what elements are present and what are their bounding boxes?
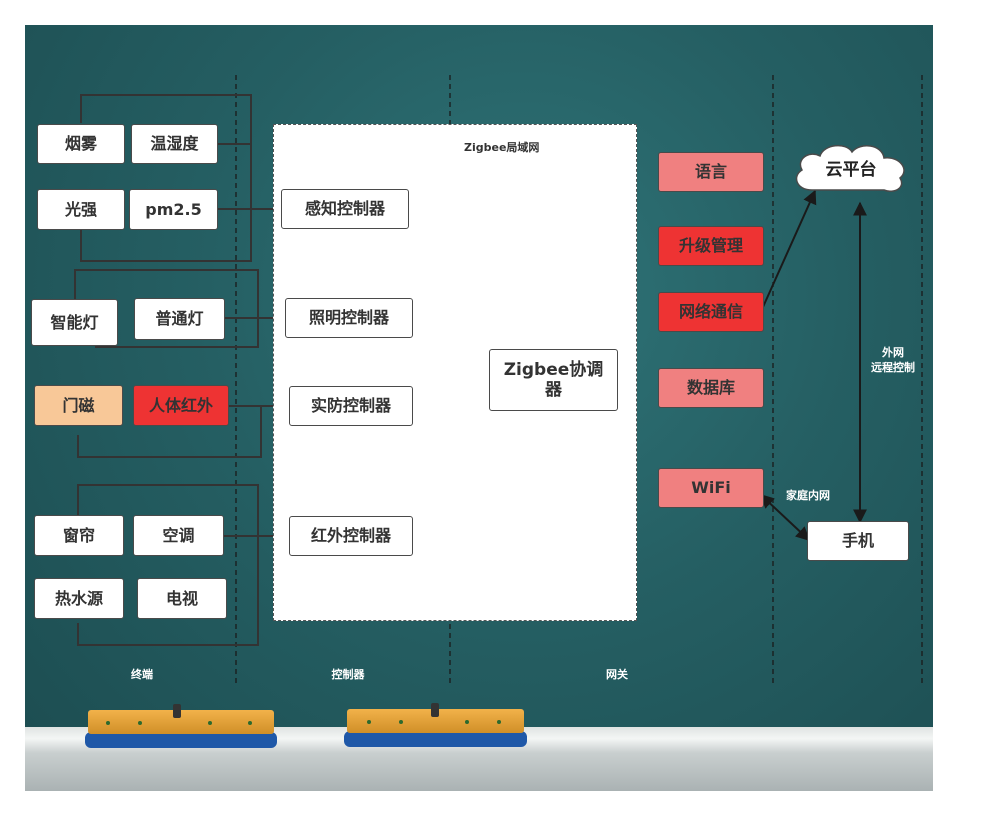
zigbee-coordinator-box: Zigbee协调器: [489, 349, 618, 411]
eraser-right: [344, 703, 527, 747]
controller-section-label: 控制器: [331, 668, 365, 681]
smart-light-box: 智能灯: [31, 299, 118, 346]
terminal-wiring: [74, 94, 289, 646]
home-network-label: 家庭内网: [786, 489, 830, 502]
sensing-controller-box: 感知控制器: [281, 189, 409, 229]
network-communication-box: 网络通信: [658, 292, 764, 332]
gateway-section-label: 网关: [606, 668, 628, 681]
voice-box: 语言: [658, 152, 764, 192]
water-heater-box: 热水源: [34, 578, 124, 619]
smoke-box: 烟雾: [37, 124, 125, 164]
terminal-section-label: 终端: [131, 668, 153, 681]
remote-control-label: 外网 远程控制: [871, 346, 915, 374]
infrared-controller-box: 红外控制器: [289, 516, 413, 556]
tv-box: 电视: [137, 578, 227, 619]
eraser-left: [85, 704, 277, 748]
lighting-controller-box: 照明控制器: [285, 298, 413, 338]
normal-light-box: 普通灯: [134, 298, 225, 340]
zone-label: Zigbee局域网: [464, 141, 540, 154]
security-controller-box: 实防控制器: [289, 386, 413, 426]
air-conditioner-box: 空调: [133, 515, 224, 556]
temp-humidity-box: 温湿度: [131, 124, 218, 164]
door-magnet-box: 门磁: [34, 385, 123, 426]
upgrade-management-box: 升级管理: [658, 226, 764, 266]
database-box: 数据库: [658, 368, 764, 408]
cloud-platform-label: 云平台: [825, 160, 877, 180]
light-intensity-box: 光强: [37, 189, 125, 230]
phone-box: 手机: [807, 521, 909, 561]
pm25-box: pm2.5: [129, 189, 218, 230]
curtain-box: 窗帘: [34, 515, 124, 556]
wifi-box: WiFi: [658, 468, 764, 508]
human-infrared-box: 人体红外: [133, 385, 229, 426]
cloud-icon: [795, 144, 905, 192]
